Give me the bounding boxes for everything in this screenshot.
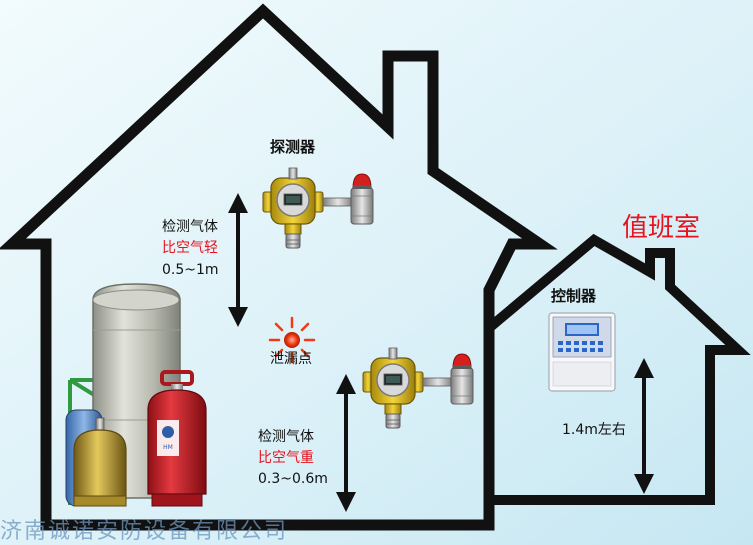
main-house-outline [0, 3, 558, 531]
light-gas-type: 比空气轻 [162, 240, 218, 256]
heavy-gas-type: 比空气重 [258, 450, 314, 466]
controller-panel-icon [548, 312, 616, 392]
duty-room-outline [485, 233, 751, 505]
detector-top-label: 探测器 [270, 138, 316, 156]
svg-text:HM: HM [163, 444, 173, 451]
light-gas-title: 检测气体 [162, 219, 218, 235]
controller-label: 控制器 [551, 287, 597, 305]
light-gas-range: 0.5~1m [162, 262, 219, 278]
gas-cylinder-icon [73, 417, 127, 507]
gas-cylinder-icon: HM [147, 370, 207, 507]
heavy-gas-range: 0.3~0.6m [258, 471, 328, 487]
company-watermark: 济南诚诺安防设备有限公司 [0, 519, 289, 544]
controller-height-label: 1.4m左右 [562, 422, 626, 438]
duty-room-label: 值班室 [622, 213, 701, 243]
leak-point-label: 泄漏点 [270, 351, 312, 367]
heavy-gas-title: 检测气体 [258, 429, 314, 445]
leak-point-icon [268, 316, 316, 364]
